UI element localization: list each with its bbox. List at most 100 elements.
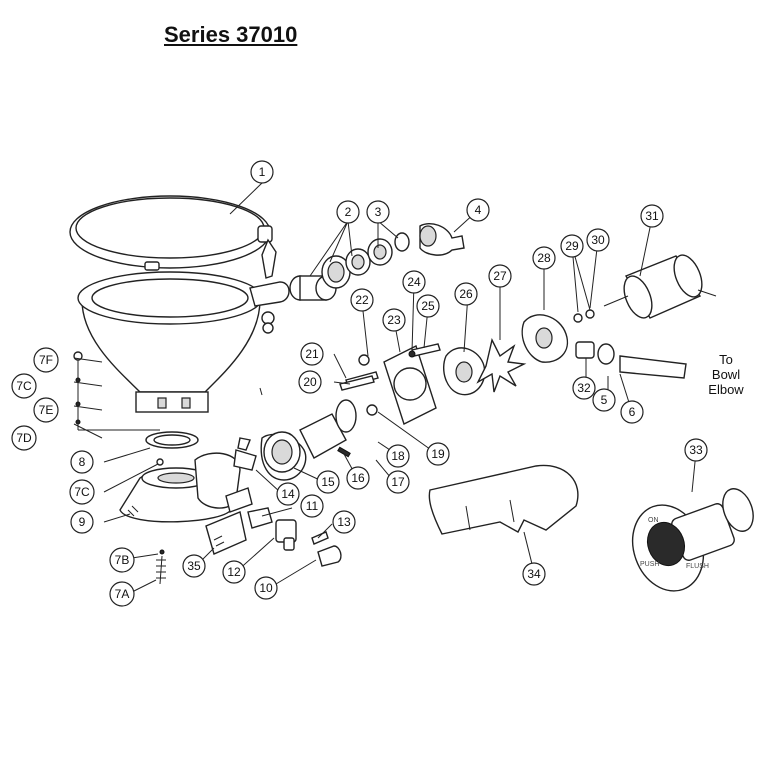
callout-28: 28 (532, 246, 556, 270)
callout-19: 19 (426, 442, 450, 466)
callout-label: 7B (115, 553, 130, 567)
callout-label: 19 (431, 447, 445, 461)
callout-label: 30 (591, 233, 605, 247)
base-gasket (145, 431, 199, 449)
callout-label: 33 (689, 443, 703, 457)
callout-4: 4 (466, 198, 490, 222)
pump-housing (194, 413, 351, 509)
callout-label: 3 (375, 205, 382, 219)
callout-label: 5 (601, 393, 608, 407)
note-line-3: Elbow (708, 382, 744, 397)
callout-label: 12 (227, 565, 241, 579)
callout-35: 35 (182, 554, 206, 578)
discharge-hose (575, 341, 687, 379)
callout-14: 14 (276, 482, 300, 506)
callout-25: 25 (416, 294, 440, 318)
inlet-fittings (289, 222, 465, 301)
callout-label: 10 (259, 581, 273, 595)
callout-8: 8 (70, 450, 94, 474)
seat-and-lid (69, 195, 277, 279)
callout-label: 14 (281, 487, 295, 501)
callout-label: 18 (391, 449, 405, 463)
callout-label: 26 (459, 287, 473, 301)
callout-1: 1 (250, 160, 274, 184)
callout-16: 16 (346, 466, 370, 490)
callout-7e: 7E (33, 397, 59, 423)
lower-fittings (205, 487, 342, 567)
callout-7d: 7D (11, 425, 37, 451)
callout-label: 7E (39, 403, 54, 417)
callout-7b: 7B (109, 547, 135, 573)
pump-base (119, 467, 233, 523)
callout-11: 11 (300, 494, 324, 518)
callout-17: 17 (386, 470, 410, 494)
callout-label: 15 (321, 475, 335, 489)
callout-13: 13 (332, 510, 356, 534)
callout-label: 4 (475, 203, 482, 217)
callout-label: 13 (337, 515, 351, 529)
callout-9: 9 (70, 510, 94, 534)
note-line-2: Bowl (711, 367, 741, 382)
callout-31: 31 (640, 204, 664, 228)
callout-26: 26 (454, 282, 478, 306)
callout-7c-upper: 7C (11, 373, 37, 399)
note-line-1: To (719, 352, 733, 367)
callout-21: 21 (300, 342, 324, 366)
callout-label: 31 (645, 209, 659, 223)
callout-label: 35 (187, 559, 201, 573)
callout-3: 3 (366, 200, 390, 224)
callout-label: 24 (407, 275, 421, 289)
callout-label: 32 (577, 381, 591, 395)
callout-15: 15 (316, 470, 340, 494)
switch-text-on: ON (648, 517, 659, 524)
callout-27: 27 (488, 264, 512, 288)
callout-20: 20 (298, 370, 322, 394)
switch-text-push: PUSH (640, 561, 659, 568)
callout-label: 7A (115, 587, 130, 601)
callout-label: 9 (79, 515, 86, 529)
impeller-assembly (442, 309, 595, 396)
callout-7a: 7A (109, 581, 135, 607)
callout-30: 30 (586, 228, 610, 252)
to-bowl-elbow-note: To Bowl Elbow (700, 352, 752, 397)
callout-label: 28 (537, 251, 551, 265)
callout-5: 5 (592, 388, 616, 412)
callout-2: 2 (336, 200, 360, 224)
callout-29: 29 (560, 234, 584, 258)
toilet-bowl (77, 271, 290, 413)
callout-18: 18 (386, 444, 410, 468)
flush-switch: ON PUSH FLUSH (631, 488, 754, 592)
callout-12: 12 (222, 560, 246, 584)
callout-label: 8 (79, 455, 86, 469)
callout-6: 6 (620, 400, 644, 424)
callout-7f: 7F (33, 347, 59, 373)
callout-label: 2 (345, 205, 352, 219)
callout-label: 7C (74, 485, 90, 499)
switch-text-flush: FLUSH (686, 563, 709, 570)
washer-7c-lower (156, 458, 164, 466)
callout-label: 29 (565, 239, 579, 253)
callout-label: 25 (421, 299, 435, 313)
callout-23: 23 (382, 308, 406, 332)
callout-10: 10 (254, 576, 278, 600)
callout-label: 23 (387, 313, 401, 327)
callout-7c-lower: 7C (69, 479, 95, 505)
callout-32: 32 (572, 376, 596, 400)
callout-label: 7F (39, 353, 53, 367)
callout-label: 1 (259, 165, 266, 179)
callout-label: 22 (355, 293, 369, 307)
diagram-title: Series 37010 (164, 22, 298, 47)
callout-label: 34 (527, 567, 541, 581)
pump-cover (428, 464, 579, 535)
callout-label: 7C (16, 379, 32, 393)
callout-label: 11 (306, 499, 319, 513)
end-cap-assembly (335, 343, 441, 433)
callout-33: 33 (684, 438, 708, 462)
callout-22: 22 (350, 288, 374, 312)
callout-34: 34 (522, 562, 546, 586)
callout-label: 17 (391, 475, 405, 489)
callout-label: 7D (16, 431, 32, 445)
callout-label: 20 (303, 375, 317, 389)
callout-label: 27 (493, 269, 507, 283)
